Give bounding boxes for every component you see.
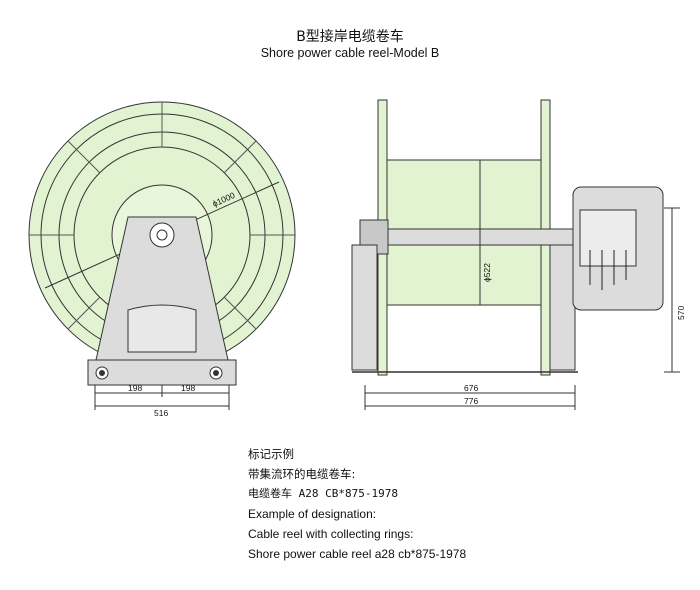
note-example-cn: 电缆卷车 A28 CB*875-1978 [248,487,398,500]
note-example-en: Shore power cable reel a28 cb*875-1978 [248,547,467,561]
title-chinese: B型接岸电缆卷车 [296,29,404,45]
front-view [28,101,296,410]
dim-overall-length: 776 [464,396,478,406]
note-heading-en: Example of designation: [248,507,377,521]
side-view [351,99,680,410]
dim-spacing-1: 198 [128,383,142,393]
designation-notes: 标记示例 带集流环的电缆卷车: 电缆卷车 A28 CB*875-1978 Exa… [248,444,466,564]
dim-spacing-2: 198 [181,383,195,393]
note-subheading-en: Cable reel with collecting rings: [248,527,414,541]
note-heading-cn: 标记示例 [248,447,294,461]
title-english: Shore power cable reel-Model B [260,46,440,60]
note-subheading-cn: 带集流环的电缆卷车: [248,467,356,481]
dim-height: 570 [676,306,686,320]
dim-base-width: 516 [154,408,168,418]
dim-inner-length: 676 [464,383,478,393]
dim-core-diameter: ϕ522 [482,263,492,282]
